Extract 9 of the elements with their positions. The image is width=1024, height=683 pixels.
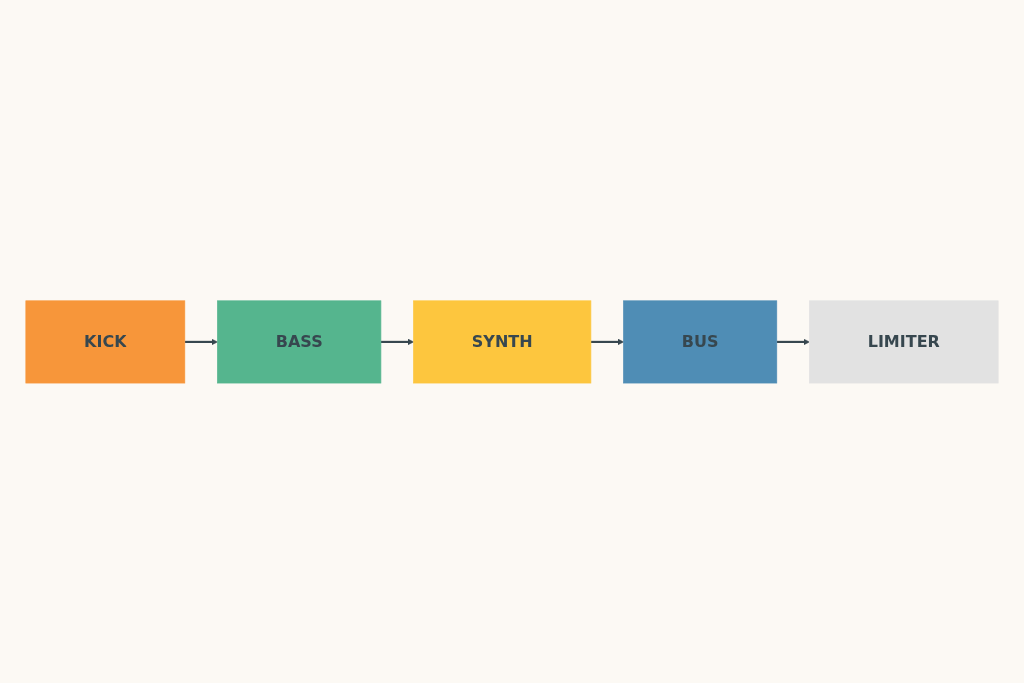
node-box: BASS <box>217 300 382 383</box>
node-box: BUS <box>623 300 778 383</box>
arrow <box>184 338 218 345</box>
node-box: KICK <box>25 300 186 383</box>
arrow <box>776 338 810 345</box>
arrow <box>380 338 414 345</box>
node-box: LIMITER <box>809 300 999 383</box>
node-box: SYNTH <box>413 300 592 383</box>
arrow <box>590 338 624 345</box>
